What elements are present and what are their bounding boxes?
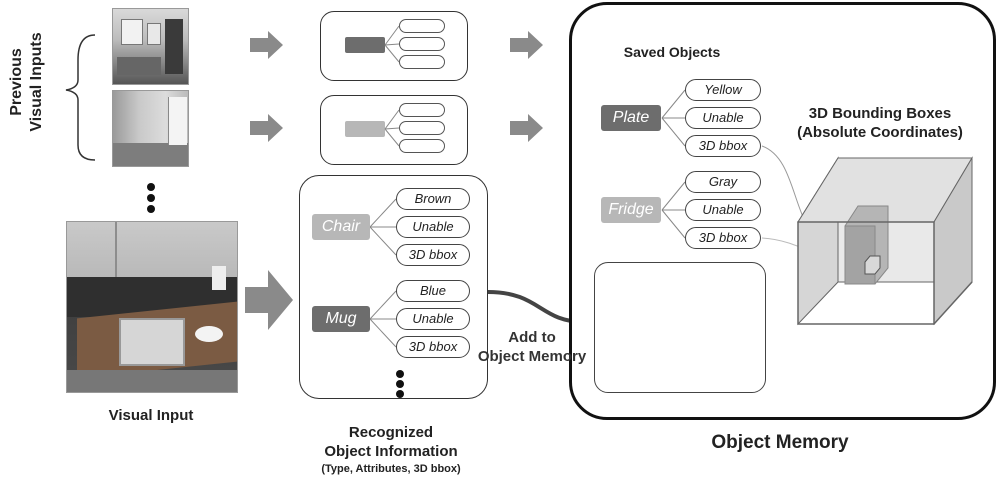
attribute-pill-bbox: 3D bbox — [396, 244, 470, 266]
recognized-object-subtitle: (Type, Attributes, 3D bbox) — [321, 463, 461, 475]
attribute-pill-affordance: Unable — [685, 199, 761, 221]
attribute-pill-affordance: Unable — [685, 107, 761, 129]
saved-type-tag-fridge: Fridge — [601, 197, 661, 223]
mini-attr-pill — [399, 55, 445, 69]
mini-attr-pill — [399, 121, 445, 135]
ellipsis-dot — [147, 194, 155, 202]
recognized-object-box: Chair Brown Unable 3D bbox Mug Blue Unab… — [299, 175, 488, 399]
mini-attr-pill — [399, 103, 445, 117]
recognized-branches — [369, 198, 397, 348]
saved-objects-title: Saved Objects — [623, 44, 721, 60]
mini-type-tag — [345, 121, 385, 137]
attribute-pill-affordance: Unable — [396, 308, 470, 330]
ellipsis-dot — [396, 390, 404, 398]
mini-branches — [384, 25, 400, 63]
object-memory-title: Object Memory — [711, 432, 849, 453]
mini-attr-pill — [399, 37, 445, 51]
attribute-pill-color: Yellow — [685, 79, 761, 101]
attribute-pill-color: Gray — [685, 171, 761, 193]
mini-attr-pill — [399, 19, 445, 33]
object-type-tag-chair: Chair — [312, 214, 370, 240]
visual-input-image — [66, 221, 238, 393]
attribute-pill-bbox: 3D bbox — [685, 227, 761, 249]
object-type-tag-mug: Mug — [312, 306, 370, 332]
attribute-pill-color: Brown — [396, 188, 470, 210]
previous-input-thumbnail-1 — [112, 8, 189, 85]
previous-input-thumbnail-2 — [112, 90, 189, 167]
bbox-title: 3D Bounding Boxes (Absolute Coordinates) — [797, 105, 963, 141]
attribute-pill-bbox: 3D bbox — [396, 336, 470, 358]
ellipsis-dot — [396, 370, 404, 378]
attribute-pill-bbox: 3D bbox — [685, 135, 761, 157]
previous-recognition-box-2 — [320, 95, 468, 165]
previous-recognition-box-1 — [320, 11, 468, 81]
attribute-pill-color: Blue — [396, 280, 470, 302]
mini-attr-pill — [399, 139, 445, 153]
ellipsis-dot — [147, 183, 155, 191]
mini-branches — [384, 109, 400, 147]
add-to-memory-label: Add to Object Memory — [477, 329, 587, 365]
attribute-pill-affordance: Unable — [396, 216, 470, 238]
ellipsis-dot — [396, 380, 404, 388]
mini-type-tag — [345, 37, 385, 53]
visual-input-label: Visual Input — [108, 407, 194, 424]
ellipsis-dot — [147, 205, 155, 213]
new-object-slot — [594, 262, 766, 393]
saved-type-tag-plate: Plate — [601, 105, 661, 131]
recognized-object-title: Recognized Object Information — [324, 424, 458, 460]
